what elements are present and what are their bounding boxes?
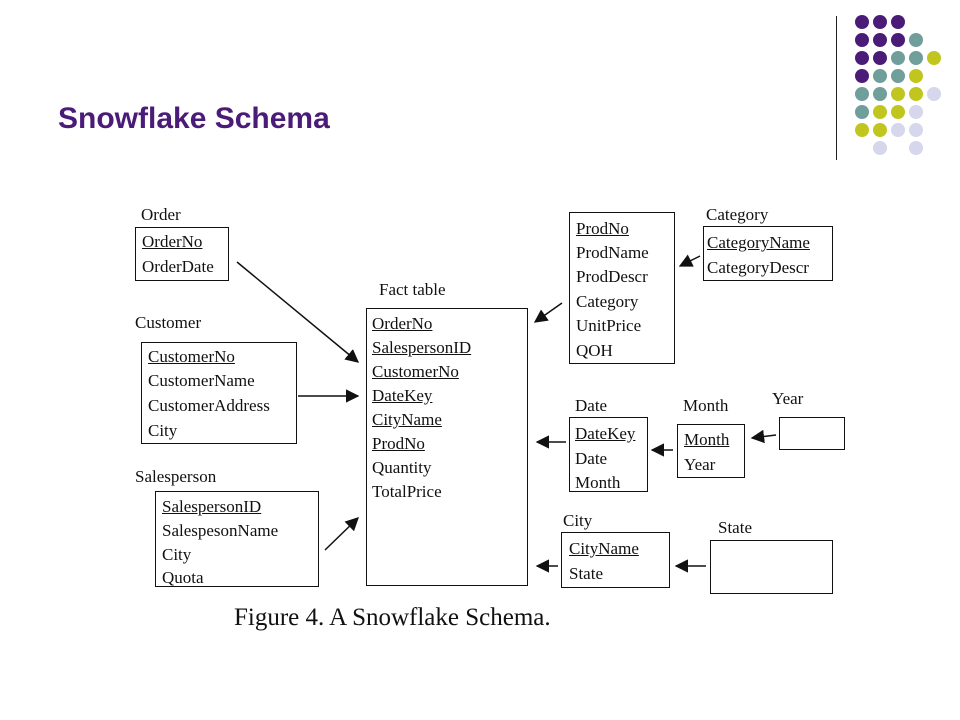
category-table: CategoryName CategoryDescr (703, 226, 833, 281)
year-table (779, 417, 845, 450)
decorative-dot (873, 105, 887, 119)
decorative-dot (891, 33, 905, 47)
fact-field-orderno: OrderNo (372, 314, 433, 333)
order-field-orderdate: OrderDate (142, 257, 214, 276)
decorative-dot (927, 87, 941, 101)
decorative-dot (873, 141, 887, 155)
city-table: CityName State (561, 532, 670, 588)
fact-field-datekey: DateKey (372, 386, 433, 405)
product-field-prodname: ProdName (576, 243, 649, 262)
decorative-dot (873, 87, 887, 101)
fact-field-totalprice: TotalPrice (372, 482, 442, 501)
category-title: Category (706, 205, 769, 224)
fact-field-customerno: CustomerNo (372, 362, 459, 381)
state-title: State (718, 518, 752, 537)
decorative-divider (836, 16, 837, 160)
decorative-dot (891, 15, 905, 29)
arrow-year-to-month (750, 429, 777, 444)
decorative-dot (873, 69, 887, 83)
category-field-categorydescr: CategoryDescr (707, 258, 809, 277)
decorative-dot (927, 51, 941, 65)
product-field-prodno: ProdNo (576, 219, 629, 238)
customer-field-customeraddress: CustomerAddress (148, 396, 270, 415)
product-field-proddescr: ProdDescr (576, 267, 648, 286)
decorative-dot (909, 33, 923, 47)
product-field-category: Category (576, 292, 639, 311)
decorative-dot (873, 33, 887, 47)
decorative-dot (855, 87, 869, 101)
fact-field-salespersonid: SalespersonID (372, 338, 472, 357)
order-table: OrderNo OrderDate (135, 227, 229, 281)
month-title: Month (683, 396, 729, 415)
fact-field-cityname: CityName (372, 410, 442, 429)
decorative-dot (909, 87, 923, 101)
decorative-dot (855, 51, 869, 65)
decorative-dot (891, 105, 905, 119)
city-title: City (563, 511, 593, 530)
category-field-categoryname: CategoryName (707, 233, 810, 252)
decorative-dot (891, 51, 905, 65)
date-field-month: Month (575, 473, 621, 492)
arrow-order-to-fact (236, 261, 360, 363)
product-field-qoh: QOH (576, 341, 613, 360)
decorative-dot (855, 123, 869, 137)
month-field-year: Year (684, 455, 716, 474)
city-field-cityname: CityName (569, 539, 639, 558)
decorative-dot (909, 51, 923, 65)
product-table: ProdNo ProdName ProdDescr Category UnitP… (569, 212, 675, 364)
salesperson-field-salespesonname: SalespesonName (162, 521, 279, 540)
date-table: DateKey Date Month (569, 417, 648, 492)
product-field-unitprice: UnitPrice (576, 316, 642, 335)
fact-table: OrderNo SalespersonID CustomerNo DateKey… (366, 308, 528, 586)
date-field-datekey: DateKey (575, 424, 636, 443)
decorative-dot (909, 69, 923, 83)
customer-table: CustomerNo CustomerName CustomerAddress … (141, 342, 297, 444)
arrow-salesperson-to-fact (324, 517, 359, 551)
customer-field-customername: CustomerName (148, 371, 255, 390)
decorative-dot (873, 15, 887, 29)
slide-title: Snowflake Schema (58, 102, 330, 135)
salesperson-field-salespersonid: SalespersonID (162, 497, 262, 516)
decorative-dot (855, 69, 869, 83)
arrow-category-to-product (678, 254, 701, 267)
customer-field-customerno: CustomerNo (148, 347, 235, 366)
date-title: Date (575, 396, 608, 415)
decorative-dot (873, 123, 887, 137)
decorative-dot (855, 15, 869, 29)
month-field-month: Month (684, 430, 730, 449)
state-table (710, 540, 833, 594)
fact-field-quantity: Quantity (372, 458, 432, 477)
order-title: Order (141, 205, 181, 224)
decorative-dot (855, 33, 869, 47)
order-field-orderno: OrderNo (142, 232, 203, 251)
fact-field-prodno: ProdNo (372, 434, 425, 453)
salesperson-field-city: City (162, 545, 192, 564)
figure-caption: Figure 4. A Snowflake Schema. (234, 604, 551, 631)
city-field-state: State (569, 564, 603, 583)
date-field-date: Date (575, 449, 608, 468)
decorative-dot (909, 123, 923, 137)
decorative-dot (909, 105, 923, 119)
decorative-dot (909, 141, 923, 155)
decorative-dot (873, 51, 887, 65)
fact-table-title: Fact table (379, 280, 446, 299)
salesperson-field-quota: Quota (162, 568, 204, 587)
customer-title: Customer (135, 313, 202, 332)
salesperson-table: SalespersonID SalespesonName City Quota (155, 491, 319, 587)
year-title: Year (772, 389, 804, 408)
decorative-dot (891, 87, 905, 101)
decorative-dot (855, 105, 869, 119)
arrow-product-to-fact (533, 302, 563, 323)
salesperson-title: Salesperson (135, 467, 217, 486)
customer-field-city: City (148, 421, 178, 440)
decorative-dot (891, 123, 905, 137)
decorative-dot (891, 69, 905, 83)
month-table: Month Year (677, 424, 745, 478)
